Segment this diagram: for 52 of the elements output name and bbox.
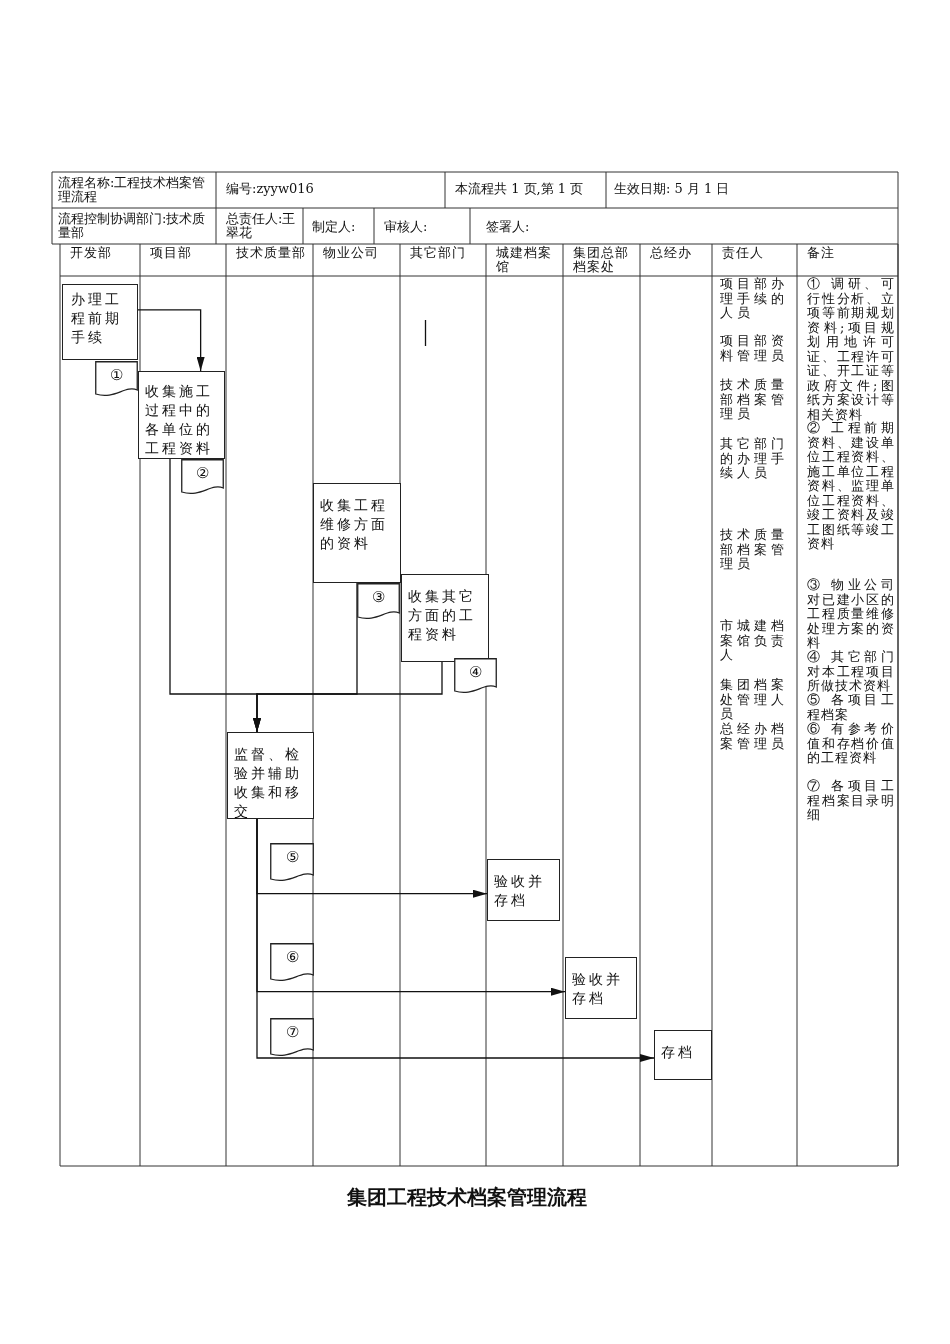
note-text: ⑦ 各项目工程档案目录明细 — [807, 779, 895, 823]
form-field-text: 流程控制协调部门:技术质量部 — [58, 212, 207, 240]
note-text: ③ 物业公司对已建小区的工程质量维修处理方案的资料 — [807, 578, 895, 650]
document-shape: ④ — [454, 658, 497, 695]
form-field-text: 制定人: — [312, 220, 357, 234]
form-field-text: 审核人: — [384, 220, 429, 234]
form-field-text: 本流程共 1 页,第 1 页 — [455, 182, 585, 196]
process-box: 验收并存档 — [487, 859, 560, 921]
process-box: 收集工程维修方面的资料 — [313, 483, 401, 583]
lane-header: 备注 — [807, 246, 836, 260]
lane-header: 其它部门 — [410, 246, 467, 260]
arrow — [137, 309, 205, 372]
form-field-text: 总责任人:王翠花 — [226, 212, 297, 240]
note-text: ⑤ 各项目工程档案 — [807, 693, 895, 722]
responsible-person-text: 市城建档案馆负责人 — [720, 619, 789, 663]
lane-header: 项目部 — [150, 246, 193, 260]
responsible-person-text: 技术质量部档案管理员 — [720, 378, 789, 422]
lane-header: 总经办 — [650, 246, 693, 260]
document-shape: ⑤ — [270, 843, 314, 883]
form-field-text: 流程名称:工程技术档案管理流程 — [58, 176, 207, 204]
responsible-person-text: 技术质量部档案管理员 — [720, 528, 789, 572]
arrow — [256, 818, 655, 1062]
responsible-person-text: 项目部办理手续的人员 — [720, 277, 789, 321]
note-text: ① 调研、可行性分析、立项等前期规划资料;项目规划用地许可证、工程许可证、开工证等政府文件;图纸方案设计等相关资料 — [807, 277, 895, 422]
lane-header: 集团总部档案处 — [573, 246, 630, 274]
title: 集团工程技术档案管理流程 — [346, 1184, 588, 1211]
process-box: 监督、检验并辅助收集和移交 — [227, 732, 314, 819]
responsible-person-text: 总经办档案管理员 — [720, 722, 789, 751]
lane-header: 开发部 — [70, 246, 113, 260]
arrow — [253, 661, 443, 733]
document-shape: ⑥ — [270, 943, 314, 983]
document-shape: ② — [181, 459, 224, 496]
process-box: 验收并存档 — [565, 957, 637, 1019]
form-field-text: 签署人: — [486, 220, 531, 234]
responsible-person-text: 项目部资料管理员 — [720, 334, 789, 363]
form-field-text: 编号:zyyw016 — [226, 182, 315, 196]
note-text: ② 工程前期资料、建设单位工程资料、施工单位工程资料、监理单位工程资料、竣工资料及竣工图纸等竣工资料 — [807, 421, 895, 552]
note-text: ⑥ 有参考价值和存档价值的工程资料 — [807, 722, 895, 766]
process-box: 收集其它方面的工程资料 — [401, 574, 489, 662]
document-shape: ⑦ — [270, 1018, 314, 1058]
lane-header: 责任人 — [722, 246, 765, 260]
lane-header: 物业公司 — [323, 246, 380, 260]
document-shape: ③ — [357, 583, 400, 621]
note-text: ④ 其它部门对本工程项目所做技术资料 — [807, 650, 895, 693]
responsible-person-text: 其它部门的办理手续人员 — [720, 437, 789, 481]
responsible-person-text: 集团档案处管理人员 — [720, 678, 789, 722]
document-shape: ① — [95, 361, 138, 398]
lane-header: 技术质量部 — [236, 246, 307, 260]
process-box: 收集施工过程中的各单位的工程资料 — [138, 371, 225, 459]
lane-header: 城建档案馆 — [496, 246, 553, 274]
form-field-text: 生效日期: 5 月 1 日 — [614, 182, 731, 196]
process-box: 存档 — [654, 1030, 712, 1080]
